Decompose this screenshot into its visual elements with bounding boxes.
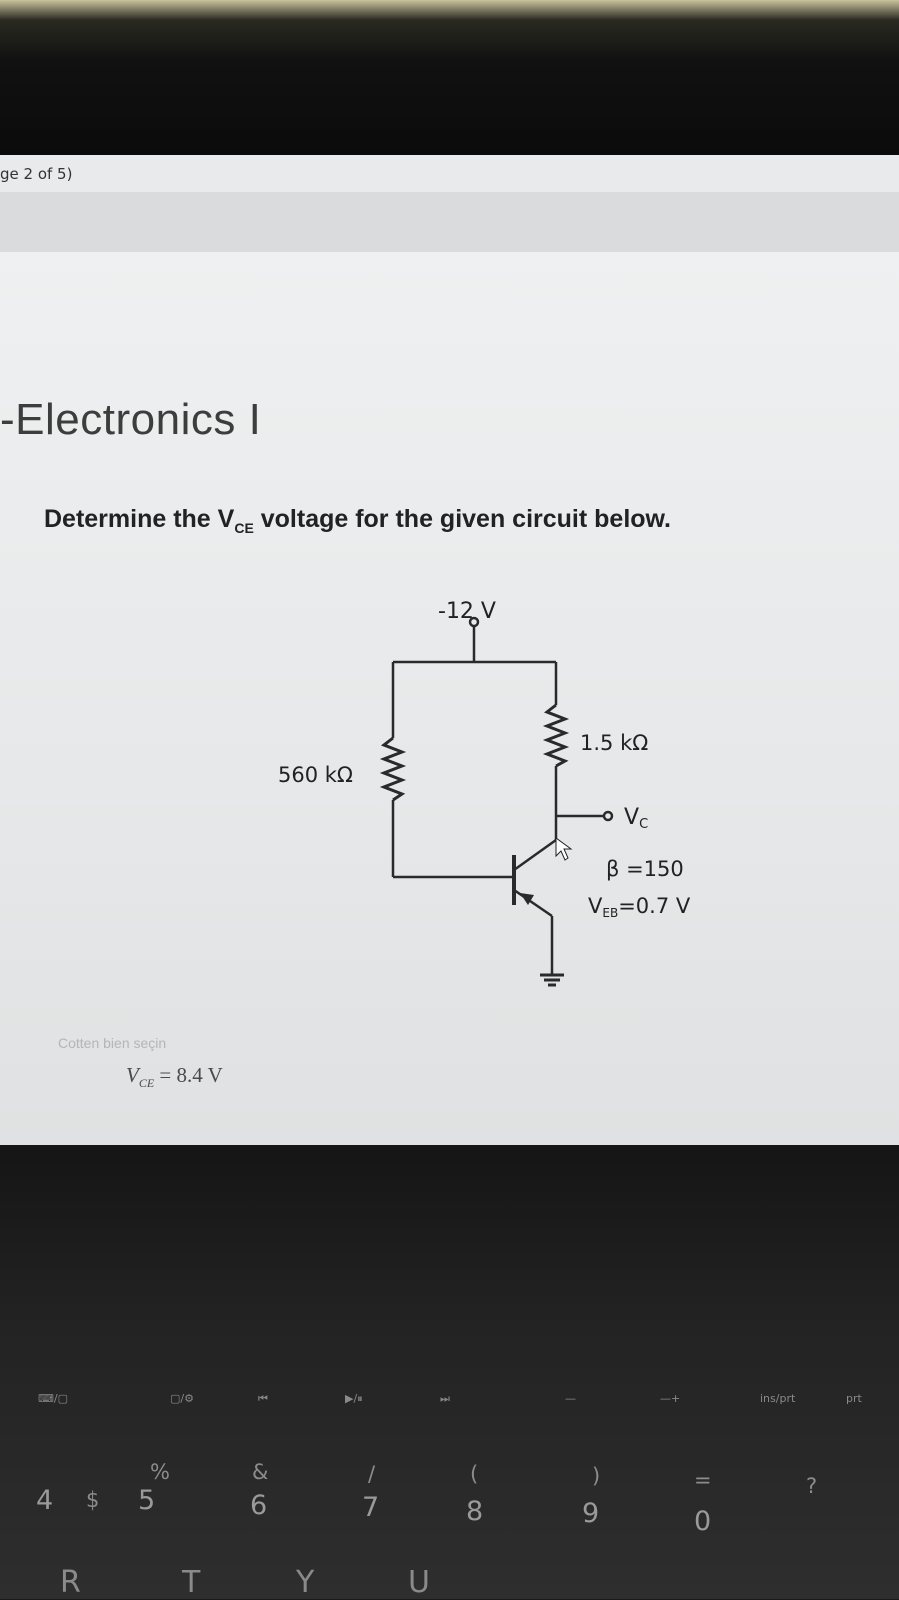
mouse-cursor-icon bbox=[555, 837, 573, 861]
key-open-paren[interactable]: ( bbox=[470, 1462, 479, 1486]
veb-label: VEB=0.7 V bbox=[588, 894, 691, 920]
question-subscript: CE bbox=[234, 520, 254, 536]
veb-label-value: =0.7 V bbox=[618, 894, 691, 918]
rb-resistor bbox=[379, 736, 407, 802]
answer-value[interactable]: VCE = 8.4 V bbox=[126, 1063, 223, 1091]
question-suffix: voltage for the given circuit below. bbox=[253, 505, 671, 533]
beta-label: β =150 bbox=[606, 857, 684, 881]
screen: ge 2 of 5) bbox=[0, 155, 899, 1145]
vc-label-main: V bbox=[624, 805, 639, 830]
emitter-arrow-icon bbox=[520, 893, 534, 905]
fkey-display-icon[interactable]: ⌨/▢ bbox=[38, 1392, 68, 1405]
top-bezel bbox=[0, 0, 899, 155]
fkey-settings-icon[interactable]: ▢/⚙ bbox=[170, 1392, 194, 1405]
fkey-next-icon[interactable]: ⏭ bbox=[440, 1392, 450, 1405]
answer-prompt: Cotten bien seçin bbox=[58, 1035, 167, 1051]
key-5[interactable]: 5 bbox=[138, 1485, 156, 1516]
transistor-collector-lead bbox=[513, 838, 557, 872]
rc-label: 1.5 kΩ bbox=[580, 731, 648, 755]
question-text: Determine the VCE voltage for the given … bbox=[44, 505, 671, 536]
fkey-volume-up-icon[interactable]: —+ bbox=[660, 1392, 681, 1405]
veb-label-sub: EB bbox=[602, 906, 618, 920]
keyboard bbox=[0, 1145, 899, 1599]
vc-label-sub: C bbox=[639, 817, 648, 832]
question-prefix: Determine the V bbox=[44, 505, 235, 533]
fkey-play-pause-icon[interactable]: ▶/⏸ bbox=[345, 1392, 363, 1405]
toolbar-band bbox=[0, 192, 899, 252]
key-u[interactable]: U bbox=[408, 1565, 430, 1600]
key-slash[interactable]: / bbox=[368, 1462, 376, 1486]
circuit-diagram: -12 V 560 kΩ 1.5 kΩ VC β =150 VEB=0.7 V bbox=[278, 599, 691, 987]
rb-label: 560 kΩ bbox=[278, 763, 353, 787]
key-ampersand[interactable]: & bbox=[252, 1460, 269, 1484]
fkey-insert[interactable]: ins/prt bbox=[760, 1392, 796, 1405]
key-close-paren[interactable]: ) bbox=[592, 1464, 601, 1488]
answer-var-sub: CE bbox=[138, 1076, 155, 1091]
fkey-volume-down-icon[interactable]: — bbox=[565, 1392, 576, 1405]
key-percent[interactable]: % bbox=[150, 1460, 170, 1484]
key-dollar[interactable]: $ bbox=[86, 1488, 100, 1512]
key-question[interactable]: ? bbox=[806, 1474, 818, 1498]
supply-label: -12 V bbox=[438, 599, 496, 624]
answer-var-value: = 8.4 V bbox=[154, 1063, 223, 1087]
vc-terminal bbox=[602, 810, 614, 822]
fkey-print[interactable]: prt bbox=[846, 1392, 862, 1405]
key-6[interactable]: 6 bbox=[250, 1490, 268, 1521]
key-7[interactable]: 7 bbox=[362, 1492, 380, 1523]
veb-label-main: V bbox=[588, 894, 603, 918]
page-indicator: ge 2 of 5) bbox=[0, 165, 73, 183]
question-content bbox=[0, 252, 899, 1145]
key-r[interactable]: R bbox=[60, 1565, 81, 1600]
rc-resistor bbox=[542, 703, 570, 768]
course-title: -Electronics I bbox=[0, 395, 262, 444]
key-8[interactable]: 8 bbox=[466, 1496, 484, 1527]
key-t[interactable]: T bbox=[182, 1565, 201, 1600]
key-equals[interactable]: = bbox=[694, 1468, 712, 1492]
key-y[interactable]: Y bbox=[296, 1565, 315, 1600]
key-9[interactable]: 9 bbox=[582, 1498, 600, 1529]
fkey-previous-icon[interactable]: ⏮ bbox=[258, 1392, 268, 1405]
transistor-emitter-lead bbox=[513, 888, 553, 918]
key-0[interactable]: 0 bbox=[694, 1506, 712, 1537]
key-4[interactable]: 4 bbox=[36, 1485, 54, 1516]
vc-label: VC bbox=[624, 805, 648, 832]
answer-var-main: V bbox=[126, 1063, 139, 1087]
